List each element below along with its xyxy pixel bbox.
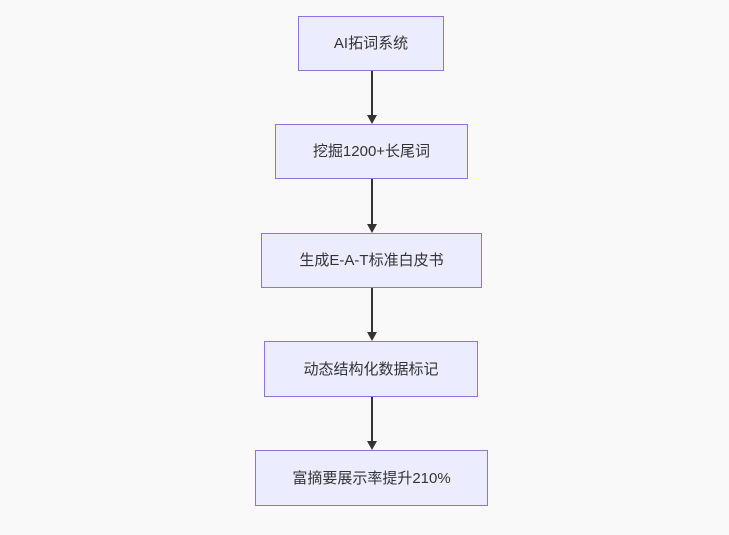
- arrowhead-down-icon: [366, 224, 377, 233]
- node-label: 富摘要展示率提升210%: [292, 469, 451, 487]
- edge-line: [370, 397, 373, 446]
- flowchart-node-ai-word-expansion-system: AI拓词系统: [298, 16, 444, 71]
- node-label: 生成E-A-T标准白皮书: [299, 252, 444, 269]
- flowchart-node-rich-snippet-rate: 富摘要展示率提升210%: [255, 450, 488, 506]
- arrowhead-down-icon: [366, 441, 377, 450]
- node-label: AI拓词系统: [333, 35, 409, 52]
- flowchart-edge-1: [366, 71, 377, 124]
- node-label: 挖掘1200+长尾词: [312, 143, 431, 160]
- flowchart-node-structured-data-markup: 动态结构化数据标记: [264, 341, 478, 397]
- edge-line: [370, 71, 373, 120]
- flowchart-edge-2: [366, 179, 377, 233]
- node-label: 动态结构化数据标记: [303, 360, 439, 378]
- flowchart-edge-4: [366, 397, 377, 450]
- edge-line: [370, 288, 373, 337]
- edge-line: [370, 179, 373, 229]
- arrowhead-down-icon: [366, 332, 377, 341]
- flowchart-node-eat-whitepaper: 生成E-A-T标准白皮书: [261, 233, 482, 288]
- flowchart-edge-3: [366, 288, 377, 341]
- flowchart-node-longtail-keywords: 挖掘1200+长尾词: [275, 124, 468, 179]
- arrowhead-down-icon: [366, 115, 377, 124]
